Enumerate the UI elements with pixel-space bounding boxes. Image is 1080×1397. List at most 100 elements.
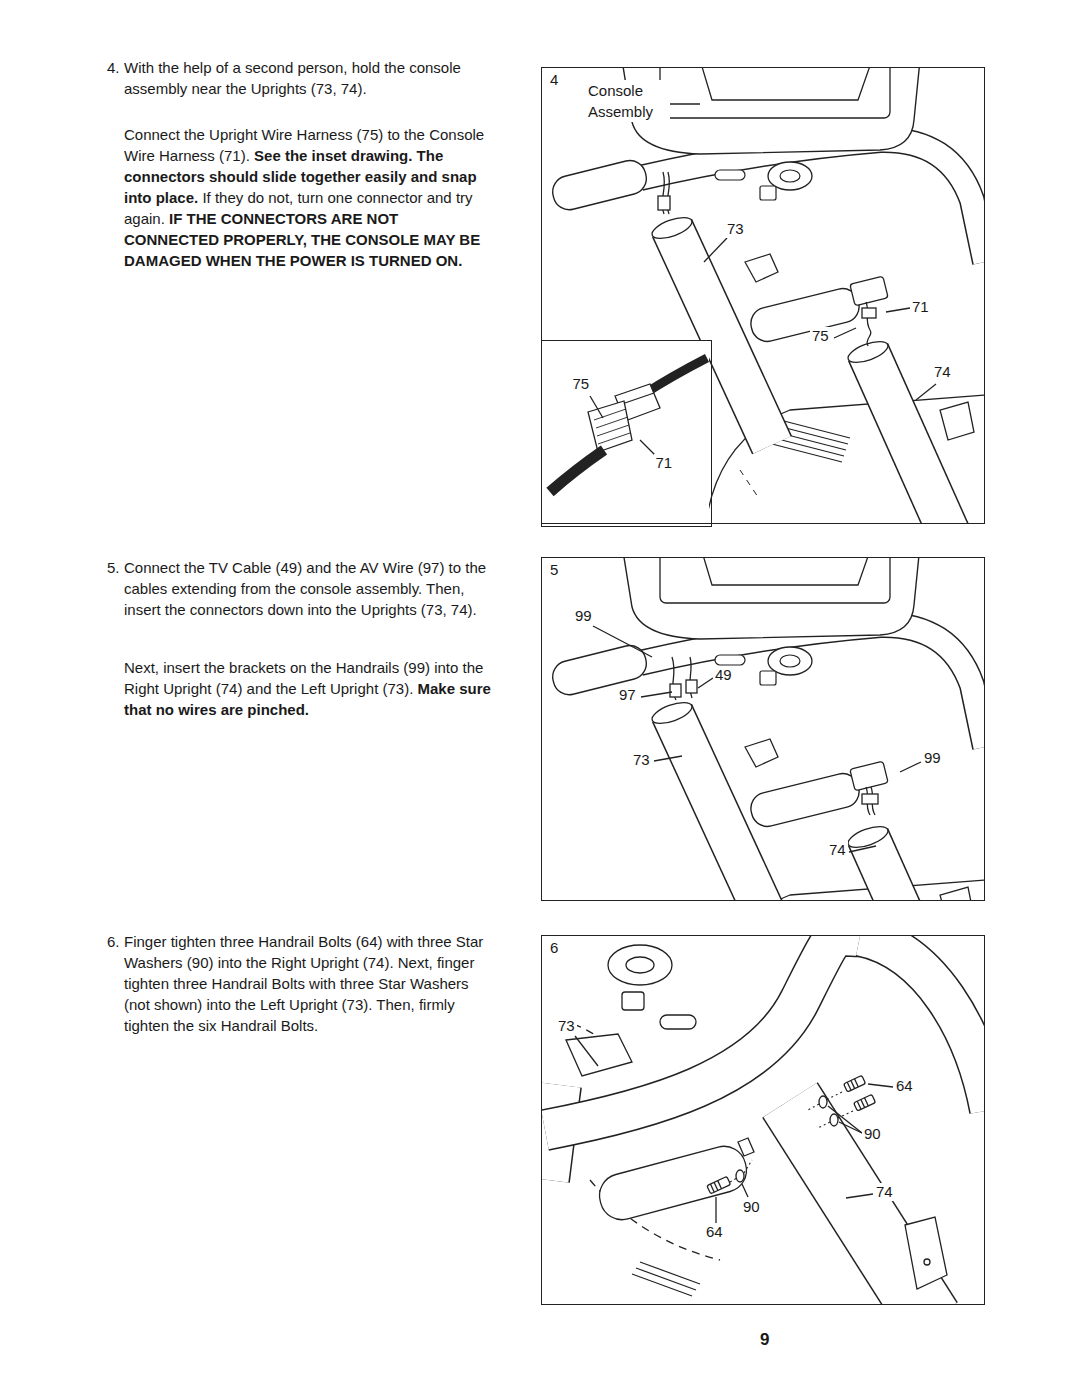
callout-number: 75 xyxy=(810,327,831,345)
step6-illustration xyxy=(868,1084,893,1087)
step6-illustration xyxy=(718,1181,722,1189)
step5-illustration xyxy=(698,678,713,688)
step4-illustration xyxy=(542,68,984,523)
step6-illustration xyxy=(710,1184,714,1192)
step4-illustration xyxy=(834,328,856,338)
callout-number: 74 xyxy=(874,1183,895,1201)
step6-illustration xyxy=(715,1197,716,1223)
callout-number: 64 xyxy=(894,1077,915,1095)
step4-illustration xyxy=(916,384,936,400)
callout-number: 73 xyxy=(631,751,652,769)
step4-illustration xyxy=(658,196,670,210)
instruction-paragraph: Connect the TV Cable (49) and the AV Wir… xyxy=(124,557,494,620)
step6-illustration xyxy=(660,1015,696,1029)
step6-illustration xyxy=(545,936,984,1304)
step4-illustration xyxy=(542,341,709,523)
callout-number: 71 xyxy=(910,298,931,316)
figure-frame: 6 xyxy=(541,935,985,1305)
step6-illustration xyxy=(714,1182,718,1190)
step6-illustration xyxy=(790,1100,930,1304)
step4-illustration xyxy=(597,425,629,436)
step4-illustration xyxy=(550,450,604,492)
step6-illustration xyxy=(846,1194,873,1198)
instruction-paragraph: Next, insert the brackets on the Handrai… xyxy=(124,657,494,720)
step6-illustration xyxy=(847,1082,851,1090)
step5-illustration xyxy=(593,626,652,657)
step5-illustration xyxy=(849,846,876,852)
step5-illustration xyxy=(862,794,878,804)
step6-illustration xyxy=(855,1079,859,1087)
callout-number: 90 xyxy=(862,1125,883,1143)
step6-illustration xyxy=(865,1098,869,1106)
step6-illustration xyxy=(566,1034,632,1076)
step4-illustration xyxy=(550,358,707,492)
callout-number: 99 xyxy=(922,749,943,767)
figure-frame: 47571 xyxy=(541,67,985,524)
step6-illustration xyxy=(844,1075,866,1092)
step6-illustration xyxy=(860,936,984,1110)
callout-number: 64 xyxy=(704,1223,725,1241)
step6-illustration xyxy=(632,1274,692,1296)
part-name: Console Assembly xyxy=(586,80,670,122)
step5-illustration xyxy=(641,692,672,697)
callout-number: 97 xyxy=(617,686,638,704)
step-number: 4 xyxy=(548,71,560,89)
step5-illustration xyxy=(654,756,682,761)
step6-illustration xyxy=(854,1094,876,1111)
callout-number: 90 xyxy=(741,1198,762,1216)
step6-illustration xyxy=(730,1178,737,1182)
step4-illustration xyxy=(594,409,630,444)
step4-illustration xyxy=(588,401,632,452)
step4-illustration xyxy=(665,103,700,104)
step5-illustration xyxy=(686,680,697,693)
step6-illustration xyxy=(738,1138,754,1156)
step6-illustration xyxy=(595,945,947,1289)
step6-illustration xyxy=(790,1100,930,1304)
step4-illustration xyxy=(622,393,654,404)
step4-illustration xyxy=(867,330,871,346)
instruction-text: With the help of a second person, hold t… xyxy=(124,59,461,97)
step4-illustration xyxy=(704,238,727,262)
step6-illustration xyxy=(736,1170,744,1182)
step6-illustration xyxy=(905,1217,947,1289)
step5-illustration xyxy=(549,558,984,900)
step6-illustration xyxy=(808,1104,819,1110)
step6-illustration xyxy=(857,1101,861,1109)
callout-number: 74 xyxy=(827,841,848,859)
step4-illustration xyxy=(590,396,603,418)
step-number: 4. xyxy=(105,57,122,78)
instruction-paragraph: With the help of a second person, hold t… xyxy=(124,57,494,99)
step4-illustration xyxy=(862,308,876,318)
step6-illustration xyxy=(707,1176,731,1193)
step6-illustration xyxy=(860,936,984,1110)
callout-number: 49 xyxy=(713,666,734,684)
step5-illustration xyxy=(593,626,921,852)
step6-illustration xyxy=(707,1176,731,1193)
step6-illustration xyxy=(819,1096,827,1108)
step6-illustration xyxy=(622,992,644,1010)
step5-illustration xyxy=(900,762,921,772)
step4-illustration xyxy=(886,308,910,312)
step6-illustration xyxy=(838,1111,853,1118)
step6-illustration xyxy=(626,957,654,973)
step6-illustration xyxy=(742,1184,748,1197)
step5-illustration xyxy=(670,684,681,697)
step6-illustration xyxy=(826,1092,842,1100)
step6-illustration xyxy=(608,945,672,985)
inset-frame: 7571 xyxy=(541,340,712,527)
step6-illustration xyxy=(861,1099,865,1107)
step6-illustration xyxy=(851,1080,855,1088)
callout-number: 99 xyxy=(573,607,594,625)
step4-illustration xyxy=(644,358,707,394)
step6-illustration xyxy=(924,1259,930,1265)
step6-illustration xyxy=(575,1036,893,1223)
step6-illustration xyxy=(828,1106,862,1133)
step6-illustration xyxy=(730,1092,853,1182)
instruction-paragraph: Finger tighten three Handrail Bolts (64)… xyxy=(124,931,494,1036)
step5-illustration xyxy=(549,558,984,900)
step6-illustration xyxy=(632,1262,700,1296)
step6-illustration xyxy=(595,1141,752,1224)
step6-illustration xyxy=(575,1036,598,1066)
